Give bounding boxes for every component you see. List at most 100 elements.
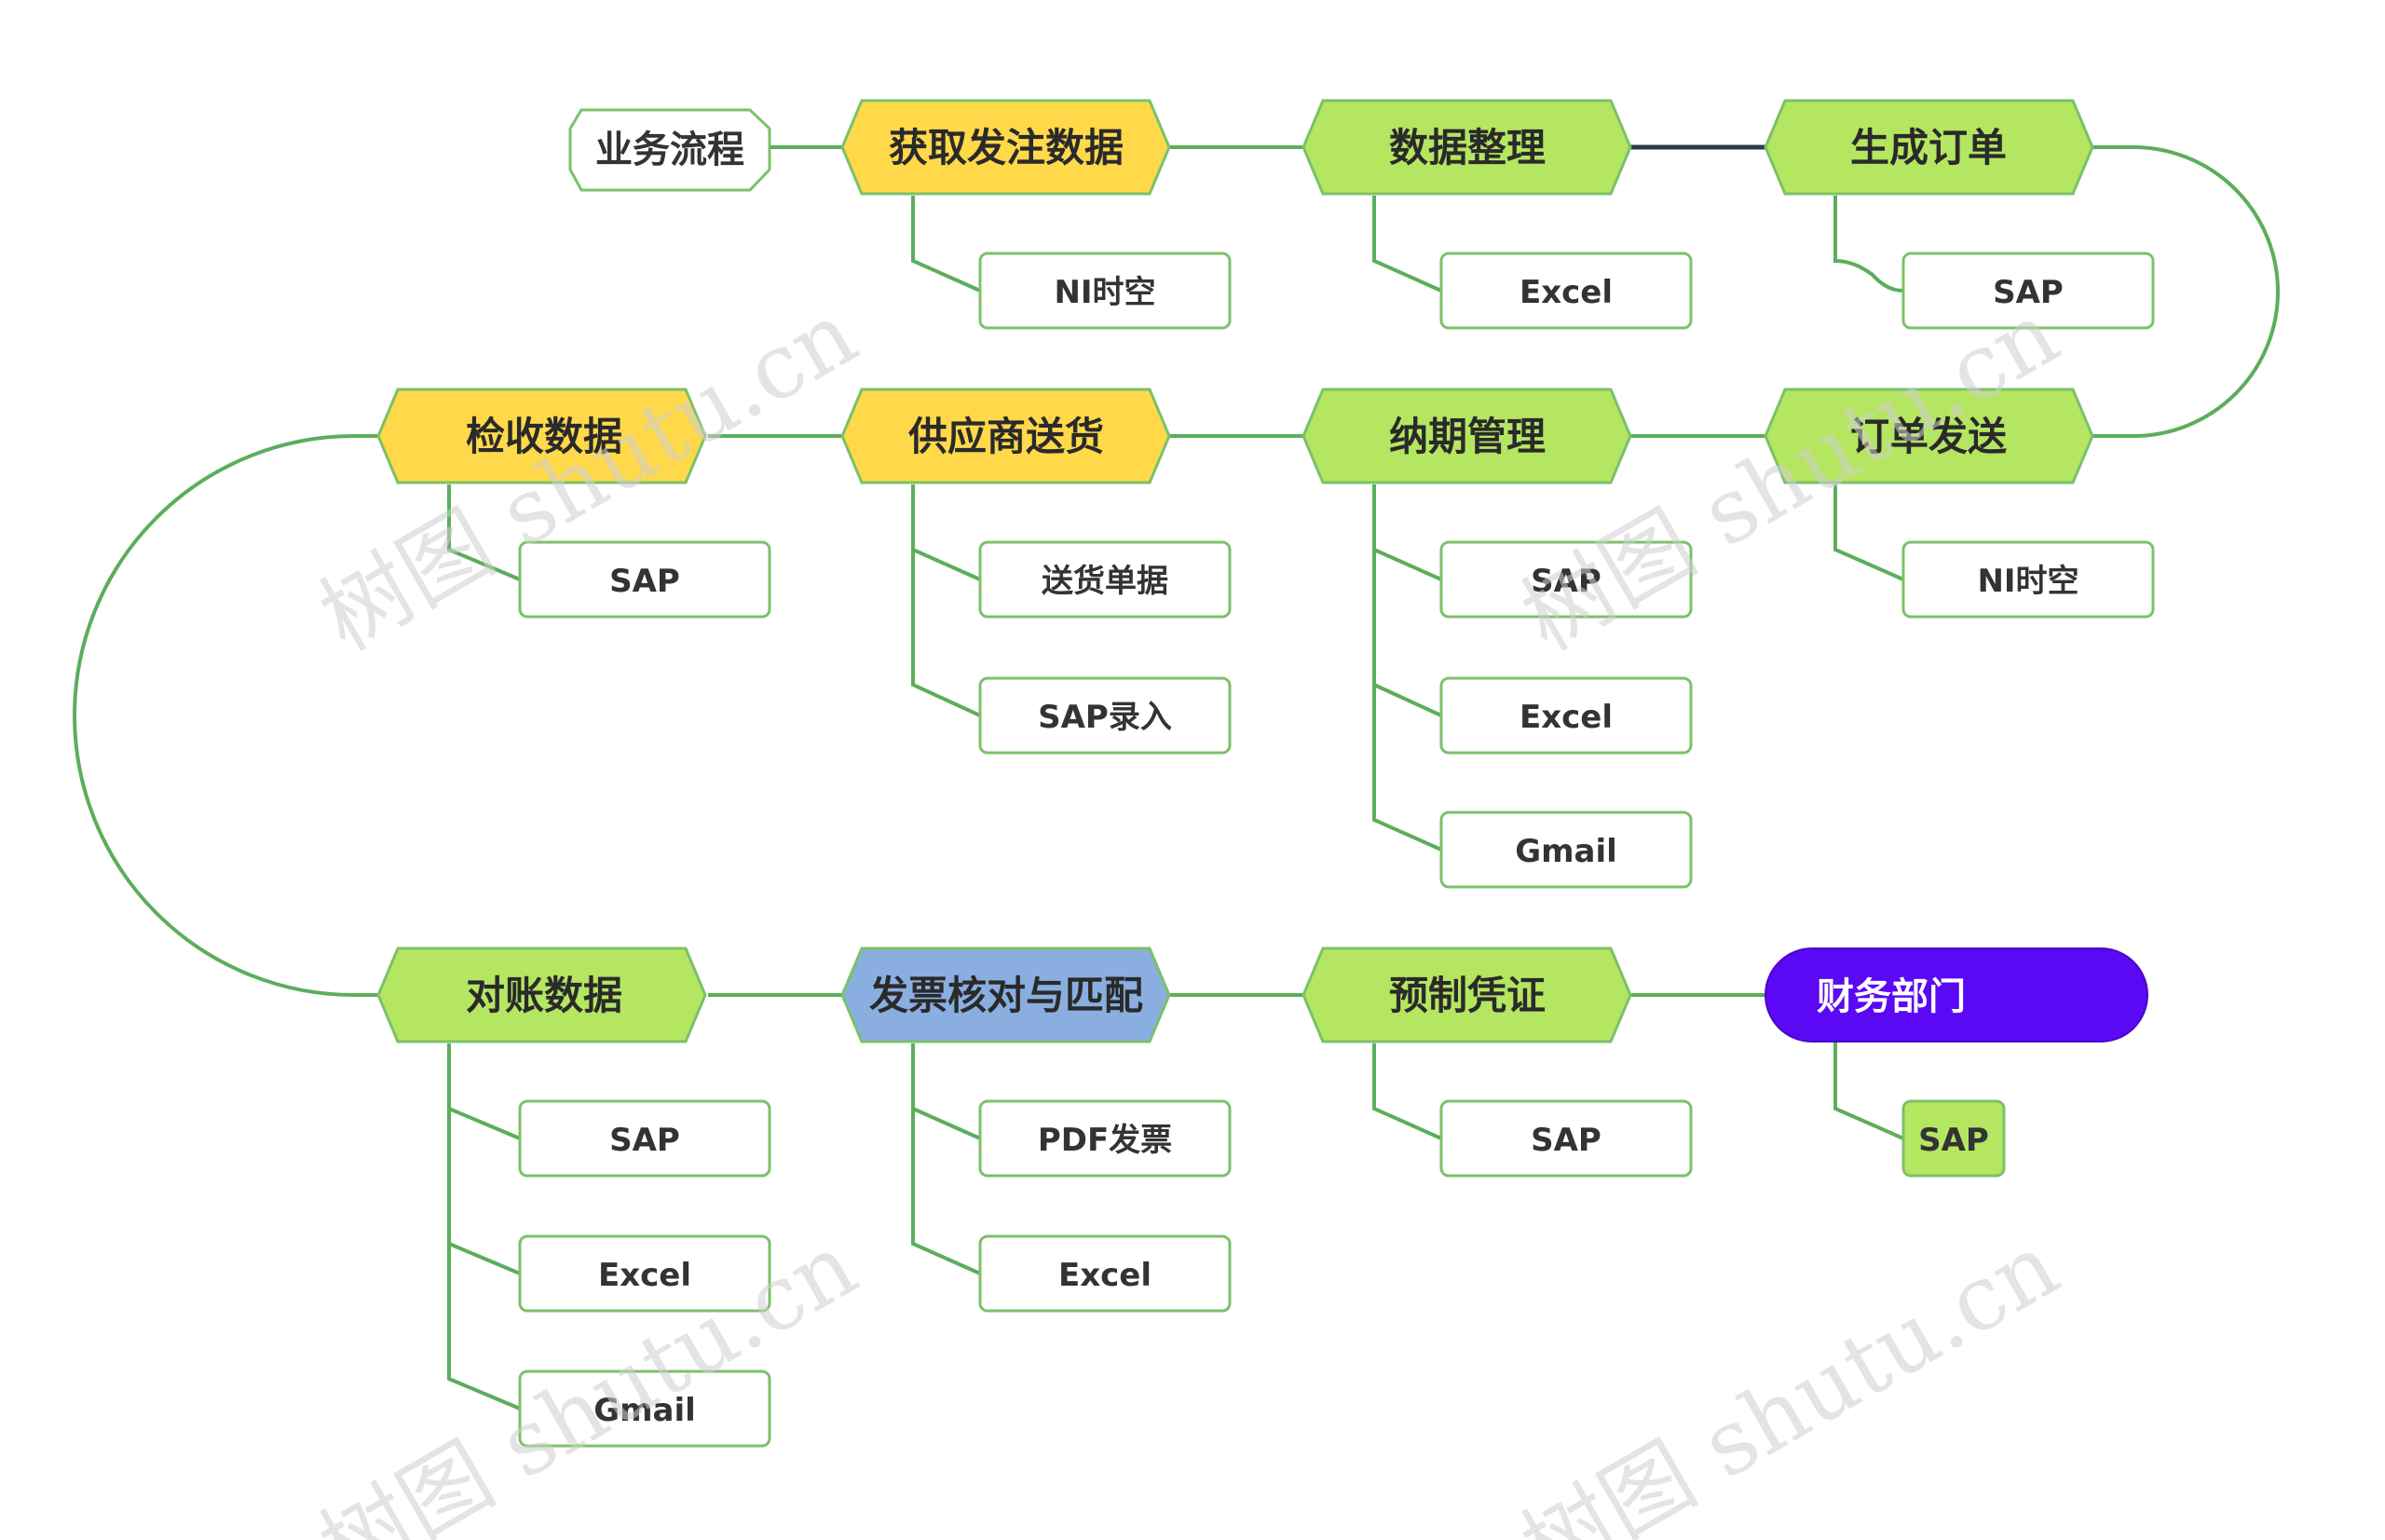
child-reconcile-1-label: Excel bbox=[598, 1257, 691, 1294]
child-step3-0-box bbox=[1901, 252, 2155, 330]
child-invoice-0-label: PDF发票 bbox=[1038, 1122, 1172, 1159]
node-reconcile[interactable]: 对账数据 bbox=[376, 947, 707, 1043]
root-node-shape bbox=[568, 108, 771, 192]
connector-loop-right bbox=[2092, 145, 2280, 438]
watermarks: 树图 shutu.cn 树图 shutu.cn 树图 shutu.cn 树图 s… bbox=[304, 281, 2076, 1540]
node-invoice-label: 发票核对与匹配 bbox=[869, 973, 1143, 1018]
child-ordersend-0[interactable]: NI时空 bbox=[1901, 540, 2155, 619]
child-leadtime-2-label: Gmail bbox=[1515, 833, 1617, 870]
node-ordersend-label: 订单发送 bbox=[1850, 414, 2007, 459]
node-delivery-label: 供应商送货 bbox=[908, 414, 1104, 459]
node-step2-label: 数据整理 bbox=[1389, 125, 1546, 170]
child-leadtime-2-box bbox=[1439, 811, 1693, 889]
watermark-4: 树图 shutu.cn bbox=[1506, 1213, 2076, 1540]
node-leadtime[interactable]: 纳期管理 bbox=[1302, 388, 1632, 484]
child-ordersend-0-label: NI时空 bbox=[1977, 563, 2078, 600]
node-reconcile-label: 对账数据 bbox=[466, 973, 622, 1018]
child-voucher-0-box bbox=[1439, 1099, 1693, 1178]
branch-inspect bbox=[447, 484, 521, 581]
child-finance-0-box bbox=[1901, 1099, 2006, 1178]
child-leadtime-0-label: SAP bbox=[1531, 563, 1601, 600]
connector-loop-left bbox=[73, 434, 378, 997]
child-leadtime-1-label: Excel bbox=[1520, 699, 1613, 736]
branch-delivery bbox=[911, 484, 981, 717]
child-leadtime-1-box bbox=[1439, 676, 1693, 755]
child-leadtime-2[interactable]: Gmail bbox=[1439, 811, 1693, 889]
node-delivery-shape bbox=[840, 388, 1171, 484]
child-invoice-1-label: Excel bbox=[1058, 1257, 1152, 1294]
child-reconcile-0-box bbox=[518, 1099, 771, 1178]
branch-step2 bbox=[1372, 196, 1442, 293]
child-leadtime-0[interactable]: SAP bbox=[1439, 540, 1693, 619]
node-delivery[interactable]: 供应商送货 bbox=[840, 388, 1171, 484]
node-step2[interactable]: 数据整理 bbox=[1302, 99, 1632, 196]
child-step1-0-label: NI时空 bbox=[1054, 274, 1155, 311]
child-reconcile-2-box bbox=[518, 1370, 771, 1448]
child-step2-0-label: Excel bbox=[1520, 274, 1613, 311]
child-delivery-0-box bbox=[978, 540, 1232, 619]
branch-step1 bbox=[911, 196, 981, 293]
child-reconcile-2[interactable]: Gmail bbox=[518, 1370, 771, 1448]
child-invoice-1[interactable]: Excel bbox=[978, 1234, 1232, 1313]
branch-step3 bbox=[1833, 196, 1904, 293]
node-voucher[interactable]: 预制凭证 bbox=[1302, 947, 1632, 1043]
child-invoice-0-box bbox=[978, 1099, 1232, 1178]
node-step3[interactable]: 生成订单 bbox=[1764, 99, 2094, 196]
node-leadtime-shape bbox=[1302, 388, 1632, 484]
child-reconcile-1-box bbox=[518, 1234, 771, 1313]
node-inspect[interactable]: 检收数据 bbox=[376, 388, 707, 484]
child-reconcile-1[interactable]: Excel bbox=[518, 1234, 771, 1313]
child-reconcile-2-label: Gmail bbox=[593, 1392, 696, 1429]
children: NI时空 Excel SAP SAP 送货单据 SAP录入 SAP bbox=[518, 252, 2155, 1448]
connectors bbox=[73, 144, 2280, 1411]
branch-invoice bbox=[911, 1043, 981, 1275]
child-ordersend-0-box bbox=[1901, 540, 2155, 619]
root-node-label: 业务流程 bbox=[595, 129, 744, 171]
node-finance[interactable]: 财务部门 bbox=[1765, 947, 2148, 1043]
node-ordersend-shape bbox=[1764, 388, 2094, 484]
node-invoice[interactable]: 发票核对与匹配 bbox=[840, 947, 1171, 1043]
node-leadtime-label: 纳期管理 bbox=[1389, 414, 1546, 459]
node-step1-shape bbox=[840, 99, 1171, 196]
child-delivery-1-box bbox=[978, 676, 1232, 755]
node-step1[interactable]: 获取发注数据 bbox=[840, 99, 1171, 196]
node-step3-label: 生成订单 bbox=[1850, 125, 2007, 170]
child-leadtime-0-box bbox=[1439, 540, 1693, 619]
node-inspect-label: 检收数据 bbox=[466, 414, 622, 459]
child-leadtime-1[interactable]: Excel bbox=[1439, 676, 1693, 755]
child-invoice-0[interactable]: PDF发票 bbox=[978, 1099, 1232, 1178]
child-reconcile-0-label: SAP bbox=[609, 1122, 680, 1159]
node-voucher-shape bbox=[1302, 947, 1632, 1043]
branch-ordersend bbox=[1833, 484, 1904, 581]
child-voucher-0[interactable]: SAP bbox=[1439, 1099, 1693, 1178]
child-invoice-1-box bbox=[978, 1234, 1232, 1313]
child-reconcile-0[interactable]: SAP bbox=[518, 1099, 771, 1178]
child-finance-0-label: SAP bbox=[1918, 1122, 1989, 1159]
child-step1-0[interactable]: NI时空 bbox=[978, 252, 1232, 330]
node-step1-label: 获取发注数据 bbox=[889, 125, 1124, 170]
child-inspect-0-label: SAP bbox=[609, 563, 680, 600]
node-ordersend[interactable]: 订单发送 bbox=[1764, 388, 2094, 484]
branch-finance bbox=[1833, 1042, 1904, 1140]
child-finance-0[interactable]: SAP bbox=[1901, 1099, 2006, 1178]
node-invoice-shape bbox=[840, 947, 1171, 1043]
branch-voucher bbox=[1372, 1043, 1442, 1140]
child-step3-0-label: SAP bbox=[1993, 274, 2064, 311]
branch-leadtime bbox=[1372, 484, 1442, 852]
child-step2-0-box bbox=[1439, 252, 1693, 330]
child-delivery-0[interactable]: 送货单据 bbox=[978, 540, 1232, 619]
child-delivery-1-label: SAP录入 bbox=[1038, 699, 1172, 736]
node-inspect-shape bbox=[376, 388, 707, 484]
child-inspect-0[interactable]: SAP bbox=[518, 540, 771, 619]
child-step2-0[interactable]: Excel bbox=[1439, 252, 1693, 330]
child-voucher-0-label: SAP bbox=[1531, 1122, 1601, 1159]
branch-reconcile bbox=[447, 1043, 521, 1411]
node-voucher-label: 预制凭证 bbox=[1389, 973, 1546, 1018]
root-node[interactable]: 业务流程 bbox=[568, 108, 771, 192]
node-step3-shape bbox=[1764, 99, 2094, 196]
child-step3-0[interactable]: SAP bbox=[1901, 252, 2155, 330]
child-delivery-1[interactable]: SAP录入 bbox=[978, 676, 1232, 755]
node-reconcile-shape bbox=[376, 947, 707, 1043]
child-step1-0-box bbox=[978, 252, 1232, 330]
